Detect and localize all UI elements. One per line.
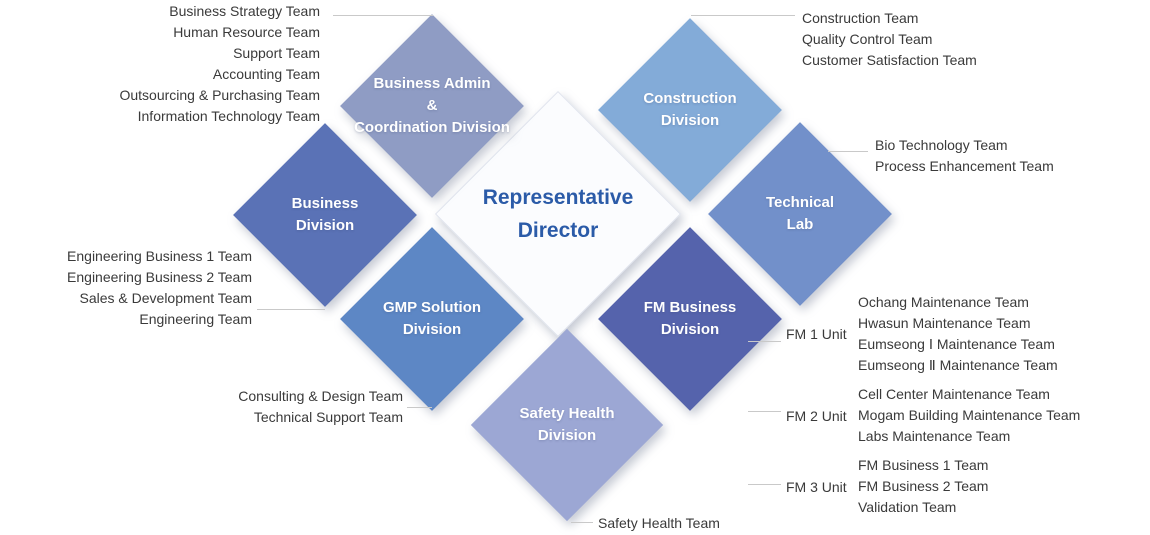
team-item: Hwasun Maintenance Team <box>858 315 1031 331</box>
team-item: Engineering Team <box>139 311 252 327</box>
team-item: Technical Support Team <box>253 409 403 425</box>
fm-unit-label-1: FM 1 Unit <box>786 326 847 342</box>
team-item: Customer Satisfaction Team <box>802 52 977 68</box>
connector-business-admin <box>333 15 433 16</box>
division-label-business-admin: Business Admin & Coordination Division <box>354 75 510 136</box>
team-item: Human Resource Team <box>173 24 320 40</box>
connector-construction <box>691 15 795 16</box>
team-item: Validation Team <box>858 499 957 515</box>
team-item: Accounting Team <box>212 66 320 82</box>
team-list-safety-health: Safety Health Team <box>598 513 720 534</box>
team-item: Process Enhancement Team <box>875 158 1054 174</box>
division-label-safety-health: Safety Health Division <box>519 405 615 444</box>
team-item: Safety Health Team <box>598 515 720 531</box>
team-item: Bio Technology Team <box>875 137 1008 153</box>
team-item: Outsourcing & Purchasing Team <box>119 87 320 103</box>
team-item: Engineering Business 2 Team <box>67 269 252 285</box>
connector-safety-health <box>571 522 593 523</box>
team-item: Labs Maintenance Team <box>858 428 1011 444</box>
team-item: Eumseong Ⅰ Maintenance Team <box>858 336 1055 352</box>
fm-unit-label-3: FM 3 Unit <box>786 478 847 495</box>
team-item: Support Team <box>233 45 320 61</box>
team-item: Ochang Maintenance Team <box>858 294 1029 310</box>
team-item: Construction Team <box>802 10 919 26</box>
connector-fm1 <box>748 341 781 342</box>
team-item: Cell Center Maintenance Team <box>858 386 1050 402</box>
division-label-gmp-solution: GMP Solution Division <box>382 299 482 338</box>
team-item: FM Business 1 Team <box>858 457 989 473</box>
division-label-business: Business Division <box>291 195 359 234</box>
connector-technical-lab <box>828 151 868 152</box>
connector-fm2 <box>748 411 781 412</box>
team-item: Engineering Business 1 Team <box>67 248 252 264</box>
connector-fm3 <box>748 484 781 485</box>
team-item: Information Technology Team <box>137 108 320 124</box>
team-item: Consulting & Design Team <box>238 388 403 404</box>
team-item: Quality Control Team <box>802 31 933 47</box>
division-label-technical-lab: Technical Lab <box>765 194 835 233</box>
team-item: Business Strategy Team <box>169 3 320 19</box>
team-item: Sales & Development Team <box>79 290 253 306</box>
team-item: Mogam Building Maintenance Team <box>858 407 1081 423</box>
connector-gmp-solution <box>407 407 432 408</box>
team-item: FM Business 2 Team <box>858 478 989 494</box>
division-label-fm-business: FM Business Division <box>643 299 737 338</box>
division-label-construction: Construction Division <box>643 90 737 129</box>
team-item: Eumseong Ⅱ Maintenance Team <box>858 357 1058 373</box>
representative-director-label: Representative Director <box>482 186 634 242</box>
fm-unit-label-2: FM 2 Unit <box>786 407 847 424</box>
connector-business <box>257 309 325 310</box>
